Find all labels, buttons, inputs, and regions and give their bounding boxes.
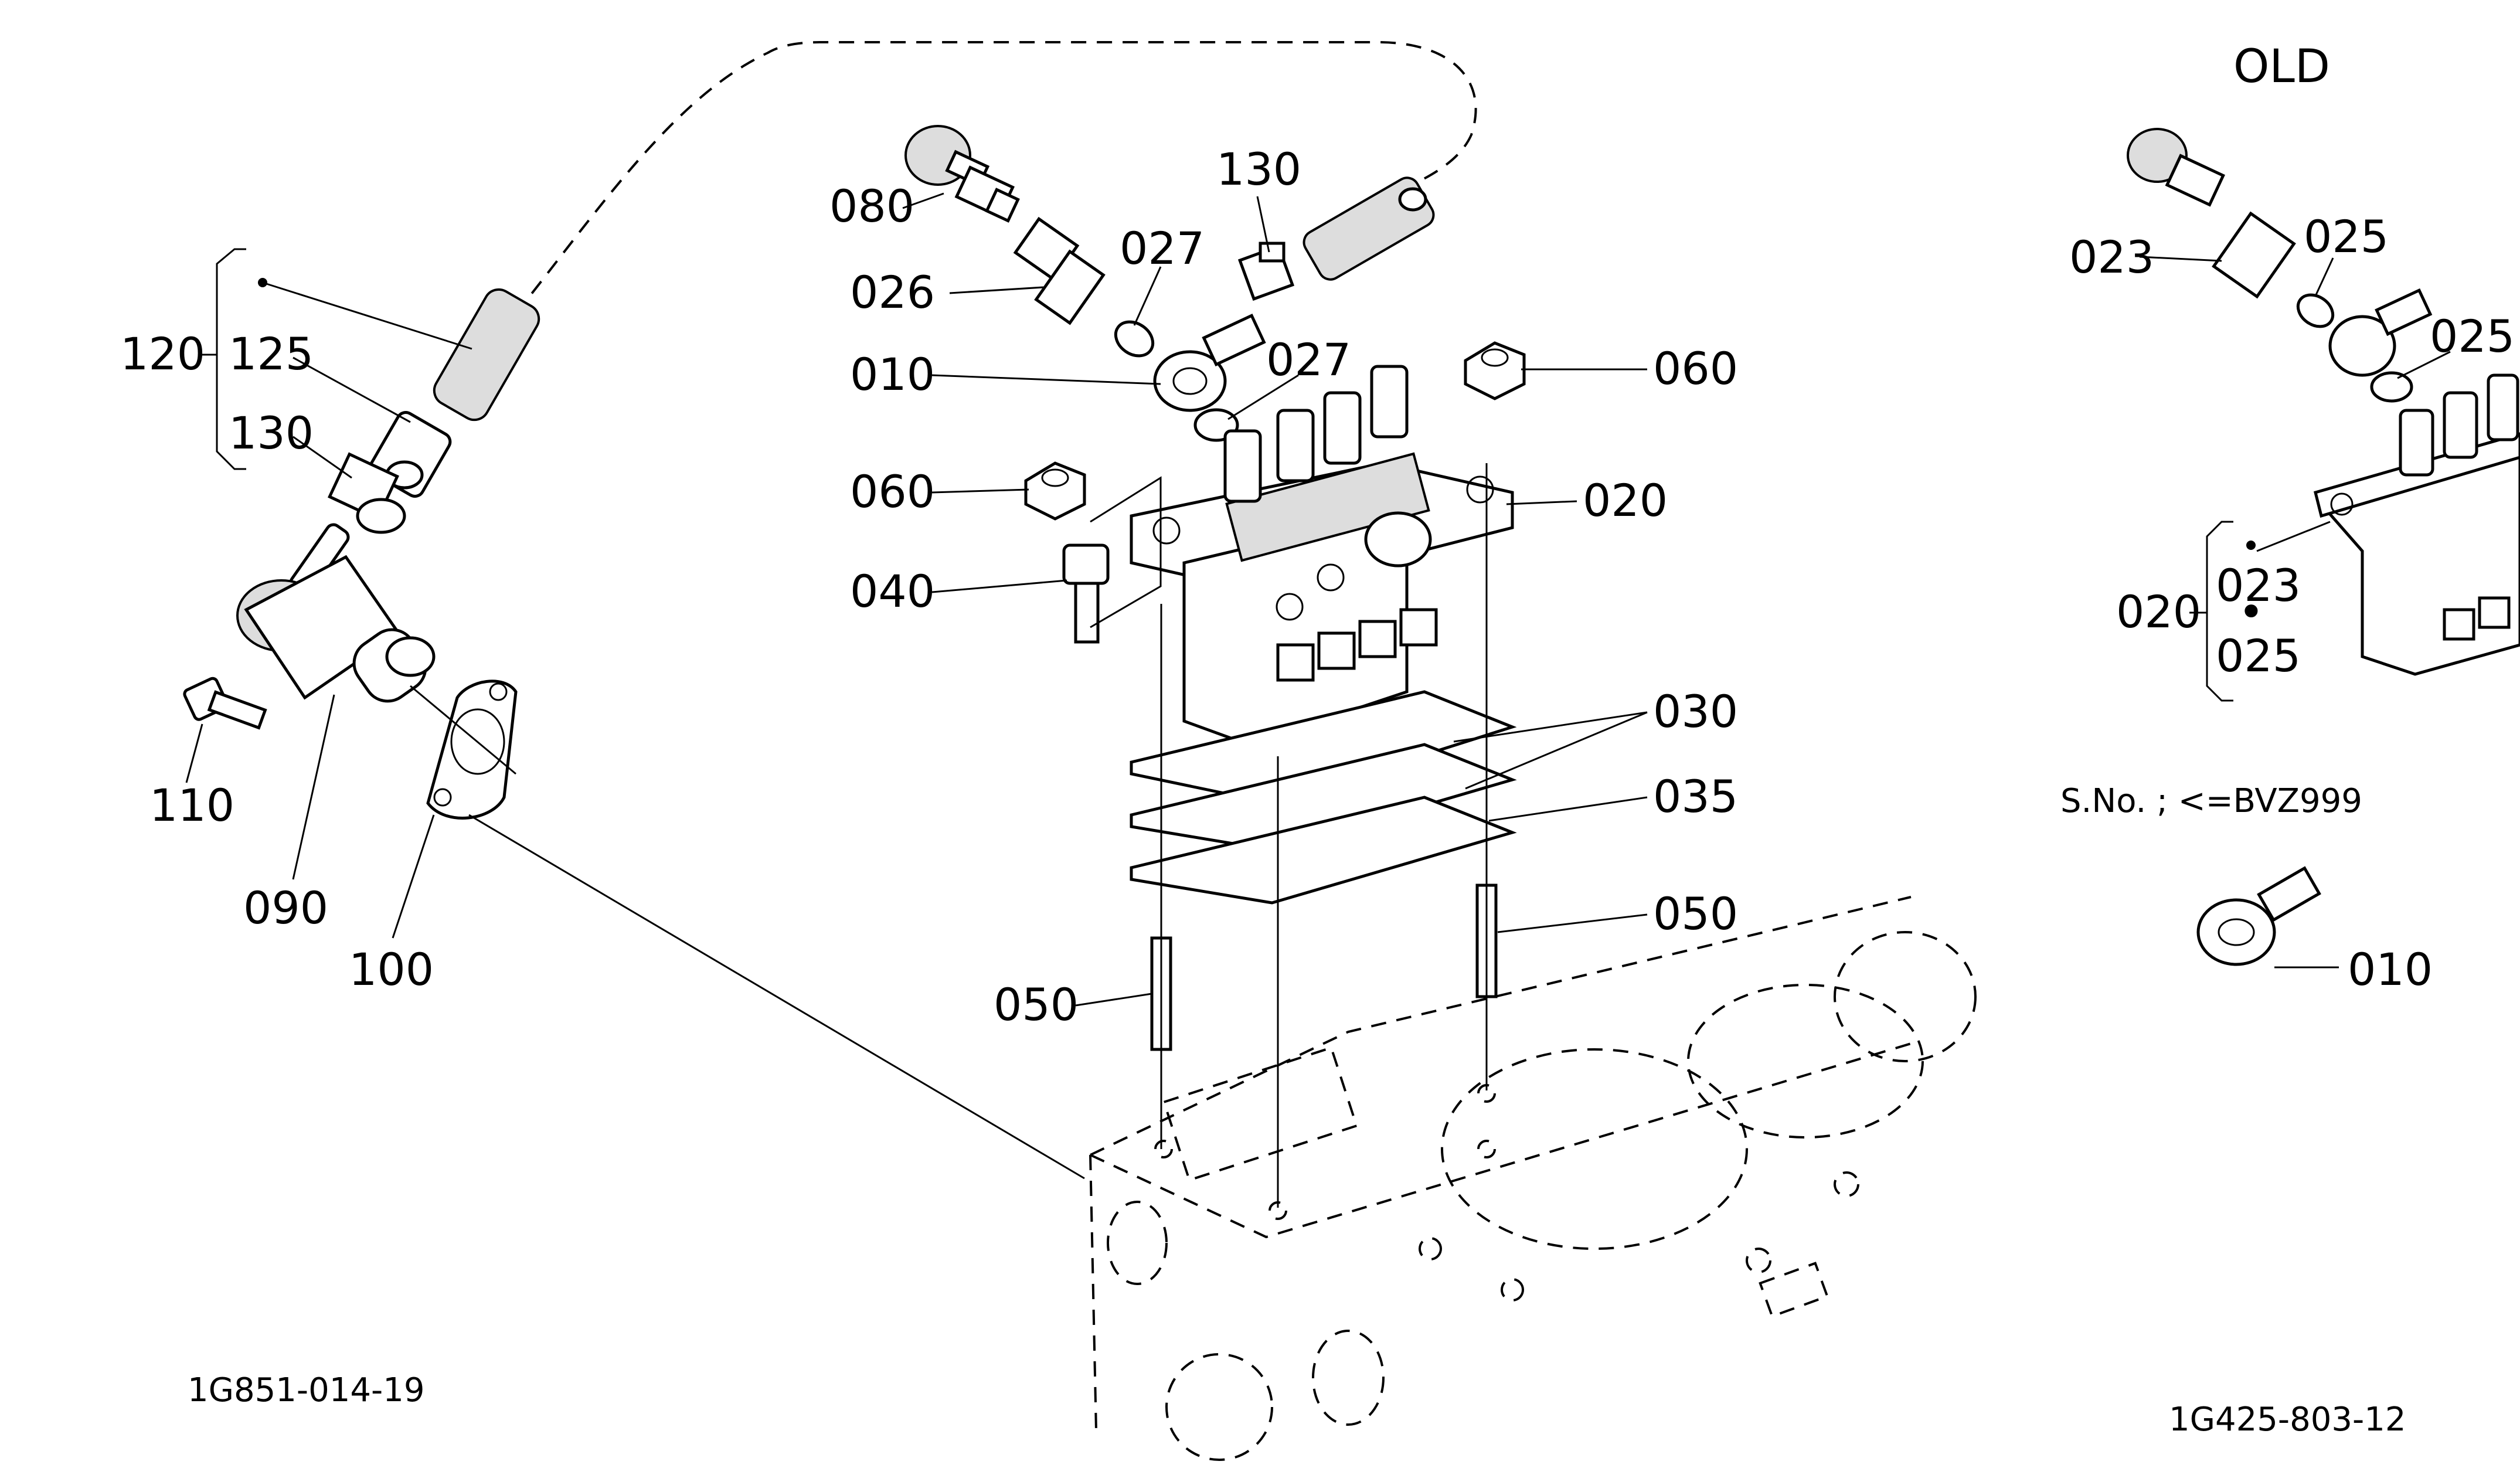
callout-120: 120 [120,328,205,380]
callout-020: 020 [1583,474,1668,526]
callout-050-right: 050 [1653,888,1738,940]
pipe-clip-130-left [327,452,406,534]
drawing-code-right: 1G425-803-12 [2169,1401,2406,1439]
callout-125: 125 [229,328,314,380]
bolt-040 [1062,543,1110,644]
injection-pump-020 [1130,365,1514,746]
inset-gasket-025-lower [2370,371,2413,403]
callout-130-top: 130 [1216,143,1301,195]
pipe-clip-130-top [1237,242,1295,301]
callout-050-left: 050 [994,978,1079,1031]
hollow-bolt-026 [1013,216,1106,325]
fuel-pipe [515,41,1477,315]
pipe-hose-end-top [1302,176,1435,281]
drawing-code-left: 1G851-014-19 [188,1371,424,1409]
callout-030: 030 [1653,685,1738,738]
callout-090: 090 [243,882,328,934]
nut-060-right [1464,341,1526,400]
callout-080: 080 [829,180,914,232]
inset-callout-023-range: 023 [2216,559,2301,611]
gasket-alignment-line [468,814,1085,1180]
callout-040: 040 [850,565,935,617]
inset-serial-note: S.No. ; <=BVZ999 [2060,782,2362,820]
inset-air-vent-screw [2127,128,2225,207]
callout-100: 100 [349,943,434,995]
air-vent-screw [904,125,1020,223]
callout-026: 026 [850,266,935,318]
pipe-hose-125 [369,288,540,498]
pump-alignment-line [410,685,516,775]
inset-hollow-bolt-023 [2212,211,2296,299]
callout-035: 035 [1653,770,1738,823]
inset-banjo-joint-010 [2196,866,2321,966]
inset-gasket-025-upper [2296,293,2335,328]
fuel-feed-pump-090 [236,555,436,703]
callout-027-lower: 027 [1266,334,1351,386]
leader-lines [185,192,1648,1007]
crankcase-block [1089,896,1977,1461]
callout-060-left: 060 [850,465,935,518]
inset-callout-025-range: 025 [2216,630,2301,682]
callout-labels: 080 026 027 010 027 130 060 060 020 040 … [120,143,1738,1409]
banjo-joint-010 [1153,314,1266,412]
gasket-027-upper [1114,320,1155,358]
callout-060-right: 060 [1653,342,1738,395]
callout-027-upper: 027 [1120,222,1205,274]
inset-callout-023: 023 [2069,231,2154,283]
bolt-110 [183,677,267,730]
inset-callout-010: 010 [2348,943,2433,995]
inset-callout-025-right: 025 [2430,310,2515,362]
nut-060-left [1024,461,1086,521]
callout-130-left: 130 [229,407,314,459]
bolt-alignment-line [1090,476,1162,628]
inset-injection-pump [2313,373,2520,676]
inset-old: OLD [2060,40,2520,1439]
inset-callout-025-upper: 025 [2304,210,2389,263]
callout-110: 110 [149,779,234,831]
inset-title: OLD [2233,40,2330,93]
inset-range-dot: • [2238,586,2264,638]
inset-callout-020: 020 [2116,586,2201,638]
inset-banjo-joint [2328,288,2433,377]
shim-035 [1130,796,1517,905]
inset-leaders [2139,256,2451,969]
callout-010: 010 [850,348,935,400]
pump-gasket-100 [426,679,518,820]
